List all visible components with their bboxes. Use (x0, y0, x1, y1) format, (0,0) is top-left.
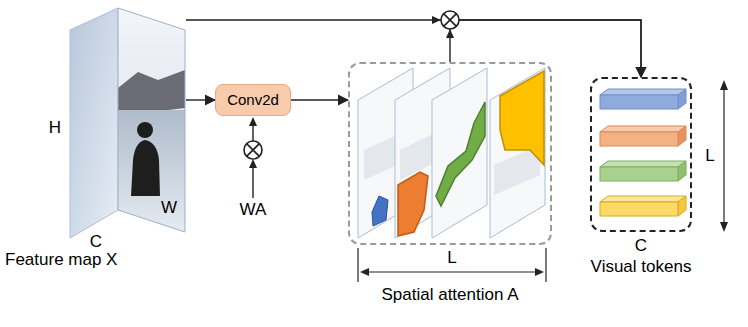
token-bars (600, 89, 686, 216)
attention-group: Spatial attention A (348, 62, 552, 312)
weight-label: WA (240, 200, 267, 220)
attention-panes (358, 68, 545, 238)
feature-image (118, 8, 185, 232)
dashed-frame (590, 77, 692, 232)
node-label: Visual tokens (591, 257, 692, 277)
flow-arrow (186, 99, 215, 100)
dimension-label: C (635, 236, 647, 256)
dimension-label: L (705, 146, 714, 166)
node-label: Feature map X (5, 250, 117, 270)
dimension-label: H (49, 118, 61, 138)
node-label: Conv2d (227, 90, 279, 110)
multiply-symbol (432, 11, 459, 38)
block-front (118, 8, 185, 232)
dashed-frame (348, 62, 552, 245)
block-side (70, 8, 118, 238)
multiply-symbol (244, 117, 262, 198)
node-label: Spatial attention A (381, 285, 518, 305)
dimension-label: C (90, 232, 102, 252)
dimension-label: L (447, 248, 456, 268)
flow-arrow (291, 99, 348, 100)
range-bracket (720, 80, 728, 232)
dimension-label: W (161, 198, 177, 218)
range-bracket (358, 248, 546, 282)
process-box: Conv2d (215, 84, 291, 116)
